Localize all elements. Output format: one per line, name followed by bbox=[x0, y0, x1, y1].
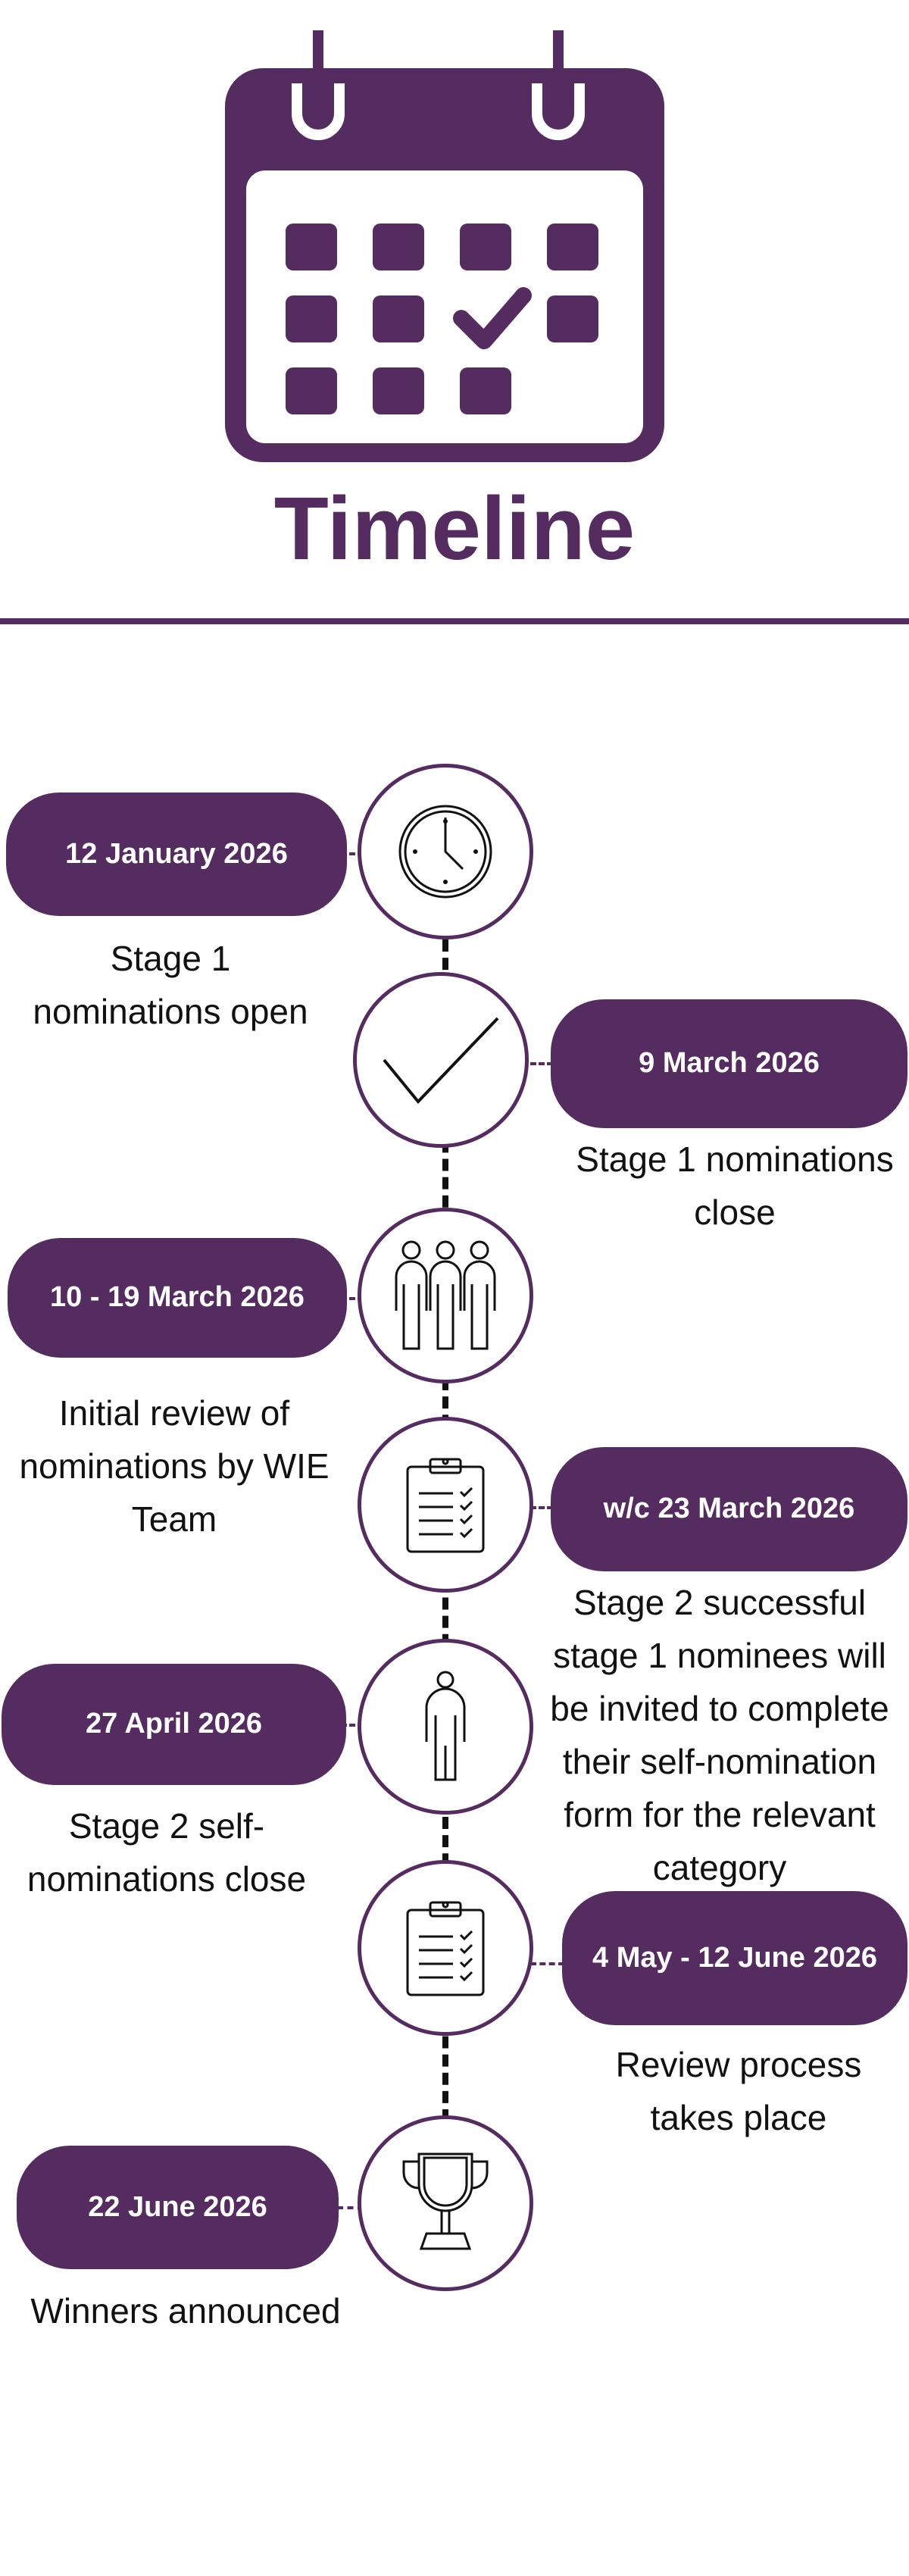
connector bbox=[530, 1962, 564, 1965]
connector bbox=[530, 1062, 553, 1065]
event-description: Initial review of nominations by WIE Tea… bbox=[19, 1393, 330, 1539]
event-icon-circle bbox=[358, 1208, 533, 1383]
connector bbox=[337, 2206, 364, 2209]
checkmark-icon bbox=[383, 1017, 499, 1105]
date-pill: 22 June 2026 bbox=[17, 2146, 339, 2269]
clock-icon bbox=[398, 805, 492, 899]
date-pill: 9 March 2026 bbox=[551, 999, 907, 1128]
event-icon-circle bbox=[353, 972, 529, 1148]
event-icon-circle bbox=[358, 2115, 533, 2291]
event-description: Review process takes place bbox=[615, 2045, 862, 2137]
connector bbox=[341, 1297, 364, 1300]
connector bbox=[341, 852, 364, 855]
divider bbox=[0, 618, 909, 624]
date-pill: 10 - 19 March 2026 bbox=[8, 1238, 347, 1358]
connector bbox=[530, 1506, 553, 1509]
event-icon-circle bbox=[358, 1860, 533, 2036]
date-pill: w/c 23 March 2026 bbox=[551, 1447, 907, 1571]
person-icon bbox=[425, 1671, 466, 1781]
event-description: Stage 2 self-nominations close bbox=[27, 1806, 307, 1899]
trophy-icon bbox=[402, 2152, 489, 2250]
event-description: Stage 1 nominations close bbox=[576, 1140, 894, 1232]
page-title: Timeline bbox=[273, 479, 636, 579]
event-description: Winners announced bbox=[30, 2291, 341, 2331]
people-icon bbox=[395, 1240, 496, 1350]
clipboard-checklist-icon bbox=[406, 1901, 485, 1996]
event-icon-circle bbox=[358, 1639, 533, 1815]
clipboard-checklist-icon bbox=[406, 1458, 485, 1553]
event-icon-circle bbox=[358, 764, 533, 939]
event-icon-circle bbox=[358, 1417, 533, 1593]
event-description: Stage 1 nominations open bbox=[33, 939, 308, 1031]
connector bbox=[341, 1724, 364, 1727]
date-pill: 12 January 2026 bbox=[6, 792, 347, 916]
event-description: Stage 2 successful stage 1 nominees will… bbox=[550, 1583, 889, 1887]
date-pill: 27 April 2026 bbox=[2, 1664, 346, 1785]
date-pill: 4 May - 12 June 2026 bbox=[562, 1891, 907, 2025]
calendar-check-icon bbox=[225, 30, 664, 462]
